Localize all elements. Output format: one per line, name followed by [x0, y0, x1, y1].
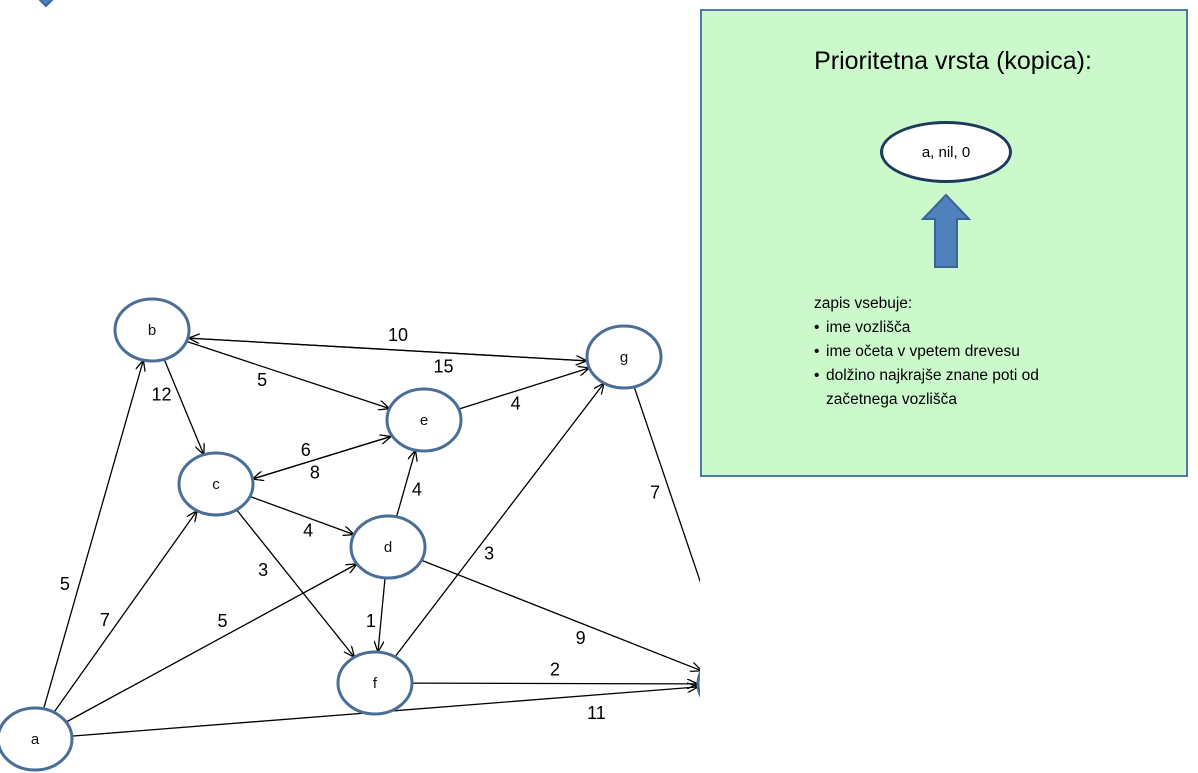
node-ellipse: [0, 706, 74, 772]
edge-c-f: [236, 509, 355, 657]
edge-weight-b-c: 12: [152, 385, 172, 405]
node-label: c: [212, 476, 220, 493]
edge-d-e: [395, 450, 416, 518]
node-d: d: [349, 514, 427, 580]
node-ellipse: [113, 297, 191, 363]
node-c: c: [177, 451, 255, 517]
record-fields-list: ime vozlišča ime očeta v vpetem drevesu …: [814, 316, 1114, 412]
node-ellipse: [585, 324, 663, 390]
edge-b-c: [163, 359, 204, 454]
panel-title: Prioritetna vrsta (kopica):: [814, 47, 1092, 75]
edge-weight-c-f: 3: [258, 560, 268, 580]
record-description: zapis vsebuje: ime vozlišča ime očeta v …: [814, 292, 1114, 412]
edge-c-d: [249, 495, 354, 534]
edge-a-d: [65, 564, 357, 723]
node-ellipse: [349, 514, 427, 580]
edge-weight-g-b: 10: [388, 325, 408, 345]
record-intro: zapis vsebuje:: [814, 295, 913, 312]
edge-d-f: [378, 577, 386, 652]
record-field-item: dolžino najkrajše znane poti od začetneg…: [814, 364, 1114, 412]
edge-d-h: [421, 559, 700, 671]
node-g: g: [585, 324, 663, 390]
heap-node: a, nil, 0: [880, 121, 1012, 183]
edge-weight-b-e: 5: [257, 370, 267, 390]
node-b: b: [113, 297, 191, 363]
node-a: a: [0, 706, 74, 772]
edge-weight-d-e: 4: [412, 479, 422, 499]
edge-e-g: [458, 368, 590, 410]
node-label: f: [373, 675, 378, 692]
edge-g-b: [189, 338, 587, 362]
node-h: h: [696, 670, 700, 698]
partial-arrow-icon: [38, 0, 54, 8]
edge-weight-a-c: 7: [100, 610, 110, 630]
edge-weight-e-c: 6: [301, 440, 311, 460]
edge-weight-d-f: 1: [366, 611, 376, 631]
node-ellipse: [696, 670, 700, 698]
node-label: e: [420, 412, 428, 429]
edge-weight-f-g: 3: [484, 543, 494, 563]
up-arrow-icon: [921, 193, 971, 268]
edge-weight-g-h: 7: [650, 482, 660, 502]
record-field-item: ime očeta v vpetem drevesu: [814, 340, 1114, 364]
node-label: b: [148, 322, 156, 339]
edge-b-e: [186, 340, 389, 408]
edge-f-g: [394, 383, 604, 658]
node-f: f: [336, 650, 414, 716]
edge-weight-f-h: 2: [550, 660, 560, 680]
edge-weight-a-h: 11: [587, 703, 606, 723]
node-e: e: [385, 387, 463, 453]
edge-weight-b-g: 15: [433, 357, 453, 377]
node-label: d: [384, 539, 392, 556]
graph-diagram: 5 7 5 11 12 5 15 10 86 4 3 4 1 9 4 3 2 7 a b c d e f g h: [0, 297, 700, 772]
node-label: g: [620, 349, 628, 366]
node-label: a: [31, 731, 40, 748]
edge-weight-a-b: 5: [60, 574, 70, 594]
edge-a-c: [53, 511, 197, 713]
edge-f-h: [411, 683, 698, 684]
priority-queue-panel: Prioritetna vrsta (kopica): a, nil, 0 za…: [700, 9, 1188, 477]
node-ellipse: [336, 650, 414, 716]
edge-a-b: [42, 360, 144, 710]
edge-weight-c-d: 4: [303, 521, 313, 541]
record-field-item: ime vozlišča: [814, 316, 1114, 340]
edge-weight-c-e: 8: [310, 462, 320, 482]
edge-weight-a-d: 5: [217, 611, 227, 631]
edge-e-c: [252, 435, 392, 479]
edge-weight-e-g: 4: [511, 394, 521, 414]
edge-g-h: [633, 386, 700, 583]
node-ellipse: [385, 387, 463, 453]
node-ellipse: [177, 451, 255, 517]
edge-weight-d-h: 9: [576, 628, 586, 648]
